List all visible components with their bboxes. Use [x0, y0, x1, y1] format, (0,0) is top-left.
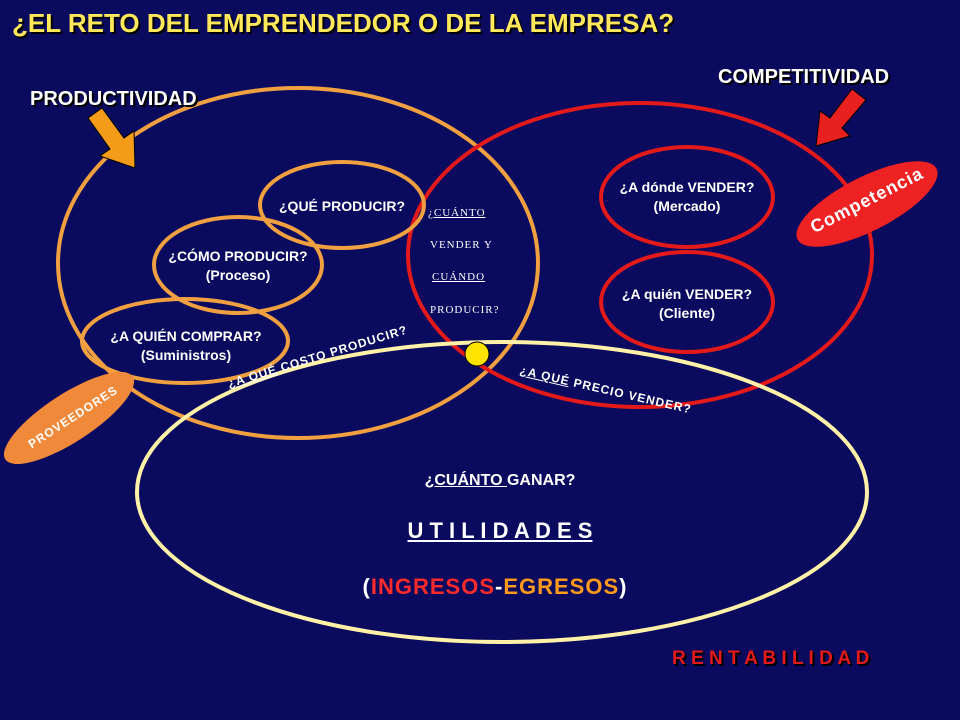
- rentabilidad-heading: R E N T A B I L I D A D: [672, 648, 870, 669]
- proveedores-badge: [3, 371, 135, 465]
- center-line-1: ¿CUÁNTO: [428, 207, 486, 219]
- orange-arrow-icon: [87, 107, 136, 169]
- competitividad-ellipse: [406, 101, 874, 409]
- utilidades-label: U T I L I D A D E S: [407, 518, 593, 543]
- productividad-heading: PRODUCTIVIDAD: [30, 88, 197, 110]
- rentabilidad-ellipse: [135, 340, 869, 644]
- page-title: ¿EL RETO DEL EMPRENDEDOR O DE LA EMPRESA…: [12, 8, 675, 38]
- productividad-ellipse: [56, 86, 540, 440]
- center-line-2: VENDER Y: [430, 239, 493, 251]
- competitividad-heading: COMPETITIVIDAD: [718, 66, 890, 88]
- center-line-4: PRODUCIR?: [430, 304, 500, 316]
- competencia-badge: [796, 161, 938, 247]
- formula-label: (INGRESOS-EGRESOS): [362, 574, 628, 599]
- red-arrow-icon: [815, 88, 867, 147]
- a-quien-comprar-ellipse: [80, 297, 290, 385]
- a-donde-vender-ellipse: [599, 145, 775, 249]
- a-quien-comprar-label: ¿A QUIÉN COMPRAR? (Suministros): [110, 328, 262, 363]
- a-quien-vender-label: ¿A quién VENDER? (Cliente): [621, 286, 753, 321]
- center-line-3: CUÁNDO: [432, 271, 486, 283]
- a-donde-vender-label: ¿A dónde VENDER? (Mercado): [619, 179, 755, 214]
- que-producir-label: ¿QUÉ PRODUCIR?: [279, 198, 405, 214]
- a-quien-vender-ellipse: [599, 250, 775, 354]
- yellow-dot-icon: [464, 341, 490, 367]
- como-producir-label: ¿CÓMO PRODUCIR? (Proceso): [168, 248, 308, 283]
- como-producir-ellipse: [152, 215, 324, 315]
- cuanto-ganar-label: ¿CUÁNTO GANAR?: [424, 472, 576, 489]
- que-producir-ellipse: [258, 160, 426, 250]
